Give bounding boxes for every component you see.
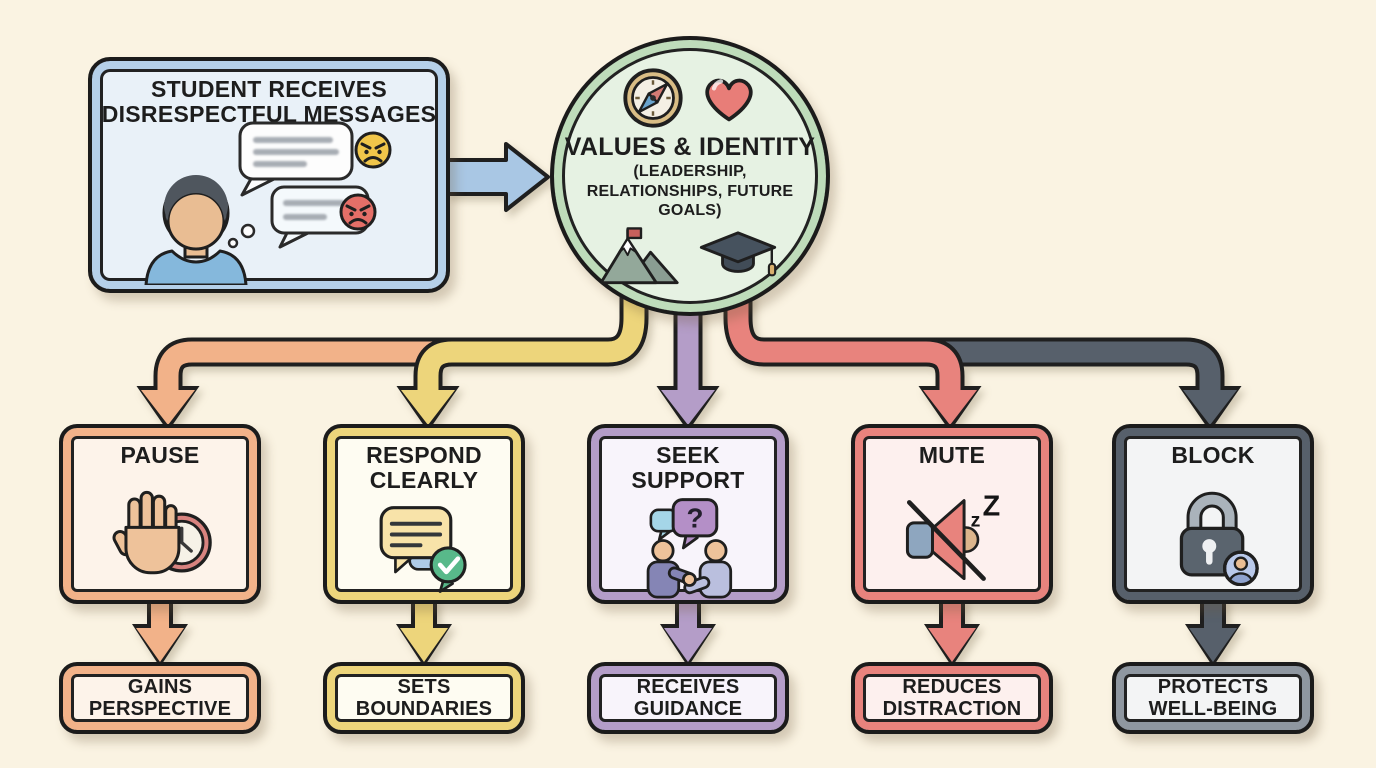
graduation-cap-icon bbox=[699, 231, 777, 277]
action-card-block: BLOCK bbox=[1112, 424, 1314, 604]
mountain-flag-icon bbox=[601, 227, 679, 284]
action-title-mute: MUTE bbox=[918, 442, 986, 468]
student-avatar-icon bbox=[144, 175, 248, 285]
action-card-seek-support: SEEK SUPPORT ? bbox=[587, 424, 789, 604]
hub-title: VALUES & IDENTITY bbox=[564, 133, 816, 162]
outcome-title-block: PROTECTS WELL-BEING bbox=[1148, 675, 1278, 720]
student-messages-illustration bbox=[144, 121, 392, 285]
angry-emoji-yellow-icon bbox=[354, 131, 392, 169]
action-card-respond: RESPOND CLEARLY bbox=[323, 424, 525, 604]
outcome-title-seek: RECEIVES GUIDANCE bbox=[633, 675, 743, 720]
arrow-to-respond bbox=[396, 272, 649, 432]
thought-dots-icon bbox=[227, 223, 256, 249]
outcome-card-reduces-distraction: REDUCES DISTRACTION bbox=[851, 662, 1053, 734]
arrow-to-block bbox=[862, 337, 1242, 432]
svg-text:?: ? bbox=[686, 502, 703, 533]
arrow-source-to-hub bbox=[446, 142, 550, 212]
arrow-to-pause bbox=[136, 337, 520, 432]
handshake-question-icon: ? bbox=[646, 497, 733, 599]
hub-values-identity: VALUES & IDENTITY (LEADERSHIP, RELATIONS… bbox=[550, 36, 830, 316]
arrow-mute-outcome bbox=[924, 598, 980, 667]
padlock-user-icon bbox=[1179, 491, 1259, 587]
arrow-block-outcome bbox=[1185, 598, 1241, 667]
action-title-pause: PAUSE bbox=[120, 442, 200, 468]
outcome-title-mute: REDUCES DISTRACTION bbox=[882, 675, 1022, 720]
muted-speaker-zz-icon: z Z bbox=[905, 491, 1001, 582]
action-card-mute: MUTE z Z bbox=[851, 424, 1053, 604]
heart-icon bbox=[705, 78, 753, 122]
svg-text:Z: Z bbox=[983, 491, 1001, 523]
chat-bubble-icon bbox=[238, 121, 354, 197]
source-box-student-messages: STUDENT RECEIVES DISRESPECTFUL MESSAGES bbox=[88, 57, 450, 293]
outcome-card-receives-guidance: RECEIVES GUIDANCE bbox=[587, 662, 789, 734]
action-title-respond: RESPOND CLEARLY bbox=[366, 442, 482, 494]
chat-checkmark-icon bbox=[379, 505, 467, 593]
outcome-title-respond: SETS BOUNDARIES bbox=[355, 675, 493, 720]
arrow-respond-outcome bbox=[396, 598, 452, 667]
hub-subtitle: (LEADERSHIP, RELATIONSHIPS, FUTURE GOALS… bbox=[586, 163, 794, 220]
angry-emoji-red-icon bbox=[339, 193, 377, 231]
outcome-card-sets-boundaries: SETS BOUNDARIES bbox=[323, 662, 525, 734]
arrow-to-mute bbox=[723, 272, 982, 432]
action-title-block: BLOCK bbox=[1171, 442, 1255, 468]
outcome-title-pause: GAINS PERSPECTIVE bbox=[88, 675, 232, 720]
compass-icon bbox=[623, 68, 683, 128]
stop-hand-clock-icon bbox=[112, 491, 212, 575]
action-title-seek-support: SEEK SUPPORT bbox=[631, 442, 745, 494]
outcome-card-gains-perspective: GAINS PERSPECTIVE bbox=[59, 662, 261, 734]
arrow-seek-outcome bbox=[660, 598, 716, 667]
outcome-card-protects-wellbeing: PROTECTS WELL-BEING bbox=[1112, 662, 1314, 734]
arrow-pause-outcome bbox=[132, 598, 188, 667]
svg-text:z: z bbox=[971, 510, 981, 532]
action-card-pause: PAUSE bbox=[59, 424, 261, 604]
